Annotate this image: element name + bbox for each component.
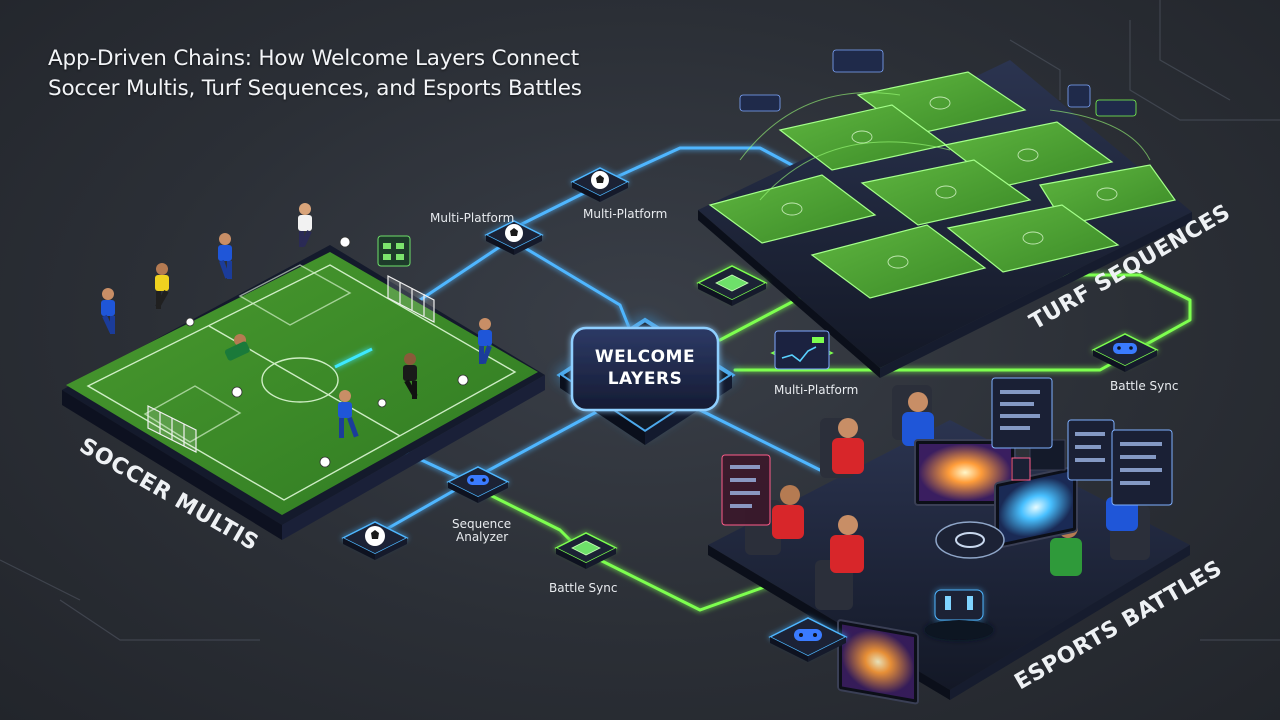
gamepad-icon <box>467 475 489 485</box>
label-multi-platform-left: Multi-Platform <box>430 211 514 225</box>
node-soccer-bottom-left <box>341 521 409 560</box>
soccer-balls <box>185 236 469 468</box>
link-analyzer-to-node-left <box>383 488 457 532</box>
center-logo-disc <box>935 521 1005 559</box>
label-multi-platform-right: Multi-Platform <box>774 383 858 397</box>
player <box>155 263 169 309</box>
node-multi-platform-top <box>570 167 630 202</box>
monitor <box>994 465 1078 549</box>
turf-flow-arcs <box>739 92 1151 201</box>
gamer <box>902 392 934 446</box>
esports-platform <box>708 377 1190 705</box>
turf-tiles <box>708 71 1177 299</box>
hub-title-line-1: WELCOME <box>595 347 695 367</box>
soccer-ball-icon <box>591 171 609 189</box>
background-circuit-traces <box>0 0 1280 641</box>
mini-pitch-icon <box>571 540 601 556</box>
label-battle-sync-right: Battle Sync <box>1110 379 1178 393</box>
turf-tile <box>708 174 877 244</box>
esports-panel-rows <box>730 390 1162 508</box>
link-battle-sync-to-esports <box>598 558 772 612</box>
pitch-highlight-stroke <box>334 347 373 369</box>
gamepad-icon <box>1113 343 1137 354</box>
monitor <box>837 619 919 705</box>
node-battle-sync-bottom <box>554 532 618 569</box>
player <box>101 288 115 334</box>
link-node-b-to-turf <box>608 146 822 182</box>
label-multi-platform-top: Multi-Platform <box>583 207 667 221</box>
turf-tile <box>860 159 1032 226</box>
hub-title-line-2: LAYERS <box>608 369 683 389</box>
node-multi-platform-right <box>770 330 834 370</box>
title-line-2: Soccer Multis, Turf Sequences, and Espor… <box>48 76 582 101</box>
mini-pitch-icon <box>715 274 749 292</box>
players <box>101 203 492 438</box>
esports-info-panels <box>721 377 1173 526</box>
gamer <box>830 515 864 573</box>
soccer-ball-icon <box>365 526 385 546</box>
chart-icon <box>781 337 824 363</box>
goal-net-bottom <box>147 405 197 453</box>
link-soccer-to-node-a <box>418 238 512 302</box>
turf-tile <box>946 204 1120 273</box>
hub-welcome-layers: WELCOME LAYERS <box>556 317 736 445</box>
label-battle-sync-bottom: Battle Sync <box>549 581 617 595</box>
player <box>224 334 250 361</box>
turf-info-cards <box>739 49 1137 117</box>
turf-platform <box>698 49 1192 378</box>
node-turf-entry <box>696 265 768 306</box>
label-sequence-analyzer-line-1: Sequence <box>452 517 511 531</box>
node-esports-gamepad <box>768 617 848 662</box>
turf-tile <box>810 224 987 299</box>
label-sequence-analyzer-line-2: Analyzer <box>456 530 508 544</box>
link-hub-to-esports <box>698 408 822 472</box>
turf-tile-markings <box>781 96 1118 269</box>
node-multi-platform-left <box>484 220 544 255</box>
desk-lamp-device <box>925 589 993 640</box>
node-sequence-analyzer <box>446 466 510 503</box>
player <box>478 318 492 364</box>
soccer-platform <box>62 203 545 540</box>
player <box>338 390 359 438</box>
gamepad-icon <box>794 629 822 641</box>
link-hub-to-analyzer <box>478 408 602 477</box>
node-battle-sync-right <box>1091 333 1159 372</box>
soccer-ball-icon <box>505 224 523 242</box>
mini-tactics-card <box>377 235 411 267</box>
player <box>403 353 418 399</box>
goal-net-top <box>387 275 435 323</box>
gamer <box>832 418 864 474</box>
title-line-1: App-Driven Chains: How Welcome Layers Co… <box>48 46 580 71</box>
monitor <box>914 439 1016 506</box>
gamer <box>772 485 804 539</box>
player <box>298 203 312 247</box>
link-node-a-to-hub <box>518 243 632 332</box>
link-hub-to-platform-right <box>733 273 1192 372</box>
page-title: App-Driven Chains: How Welcome Layers Co… <box>48 44 582 104</box>
player <box>218 233 232 279</box>
